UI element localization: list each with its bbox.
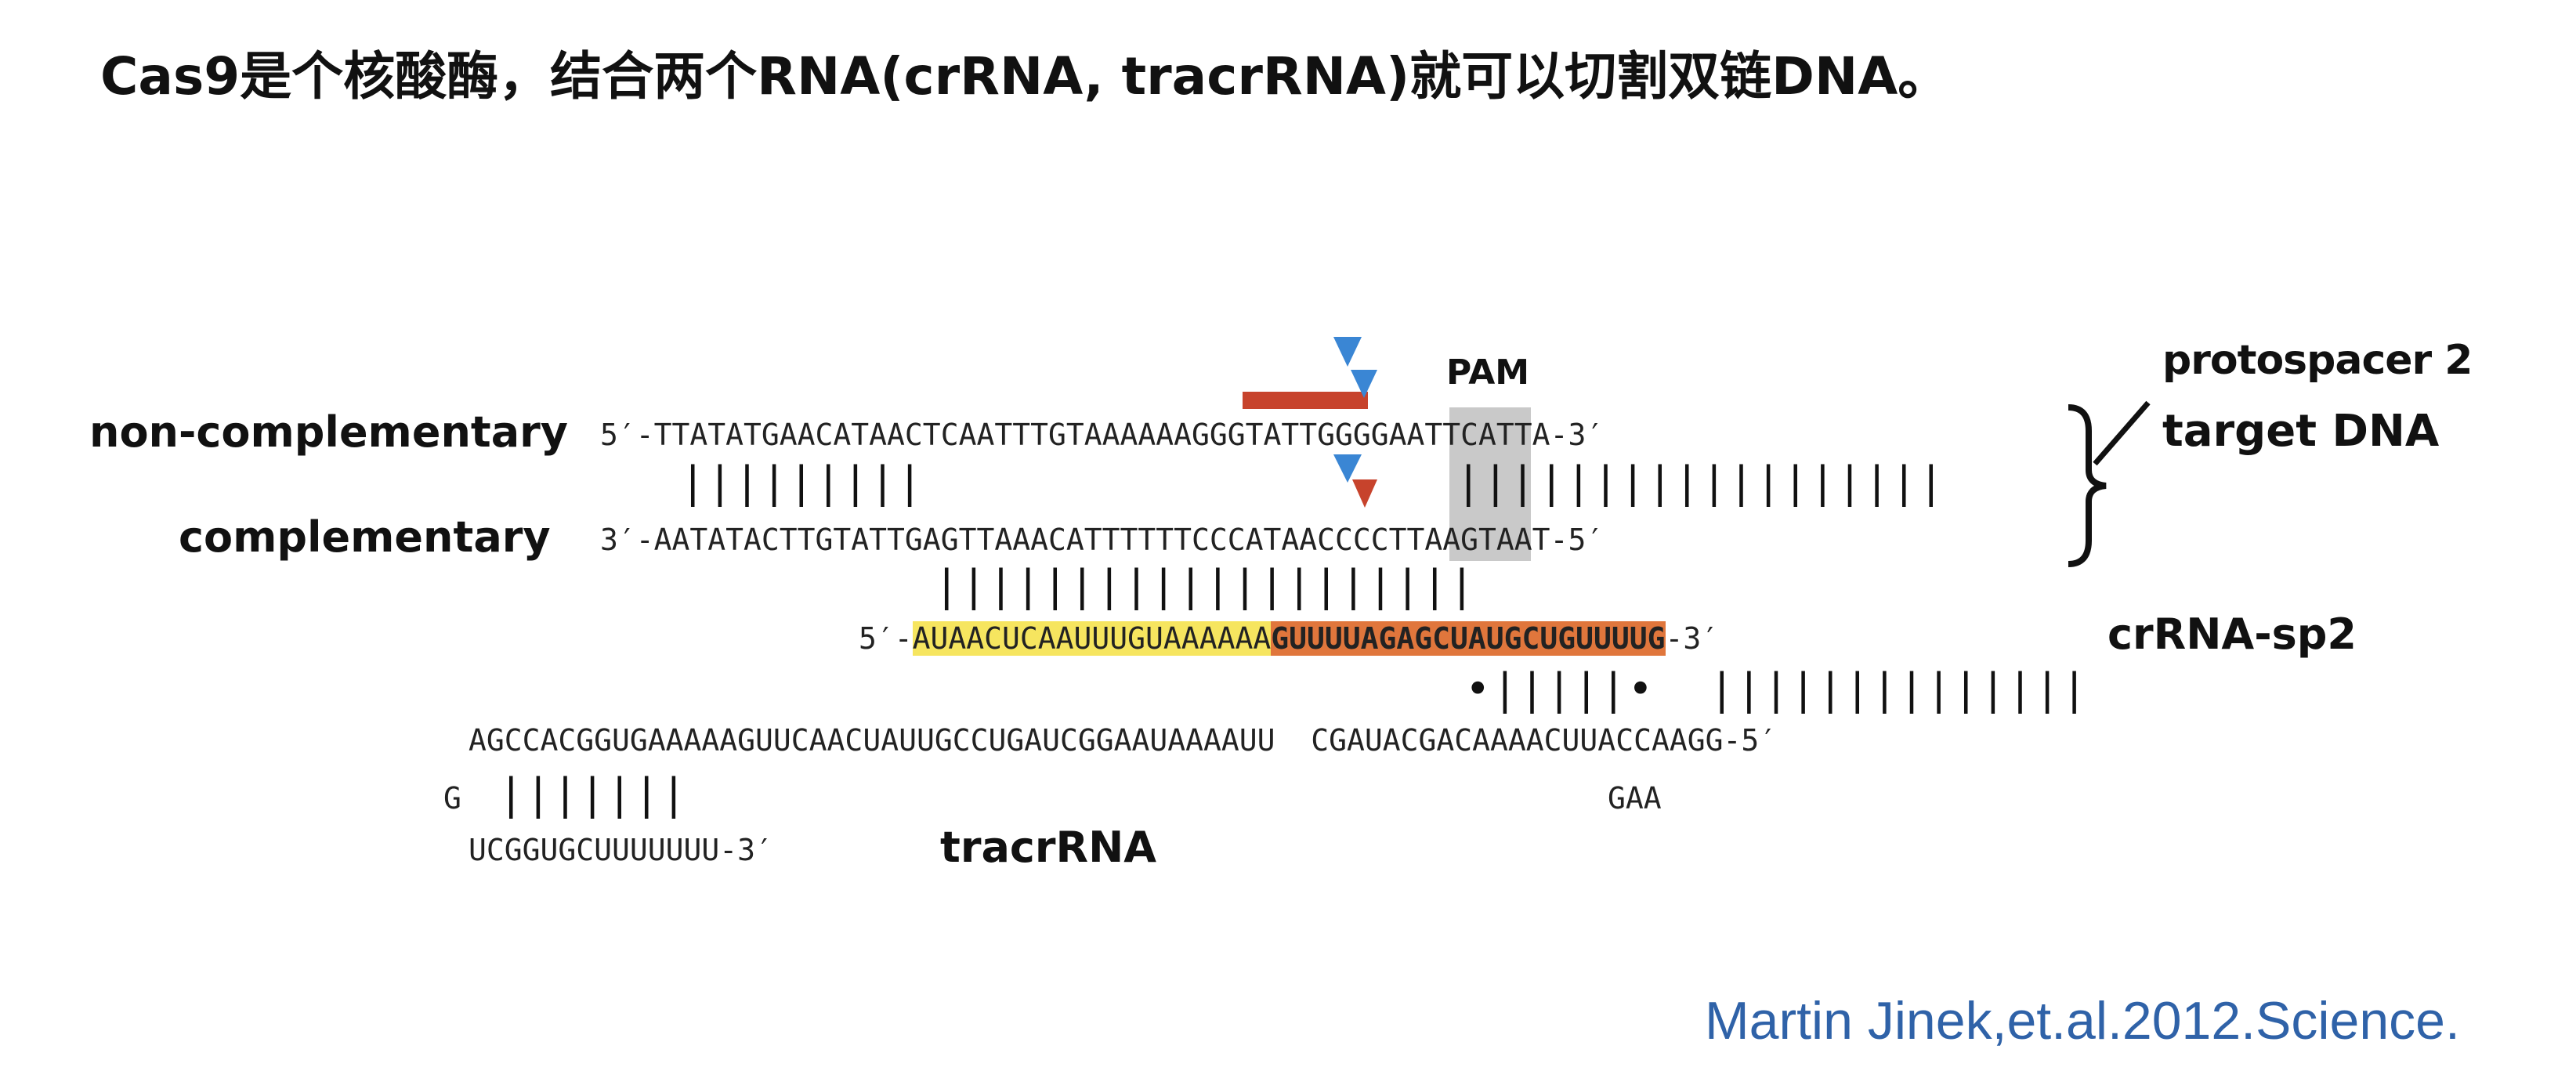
target-dna-label: target DNA [2162,406,2440,457]
dna-pairing-right: ||||||||||||||| [1539,458,1946,507]
comp-pam: CCC [1191,523,1246,557]
citation: Martin Jinek,et.al.2012.Science. [1705,991,2460,1051]
comp-prefix: 3′- [600,523,654,557]
brace-icon [2068,404,2107,567]
tracrrna-label: tracrRNA [940,823,1157,872]
dna-pairing-pam: ||| [1456,458,1537,507]
cleavage-arrows [1333,337,1377,508]
comp-seq-2: ATAACCCCTTAAGTAAT [1245,523,1550,557]
protospacer-label: protospacer 2 [2162,337,2473,384]
pointer-line [2093,400,2151,466]
complementary-strand: 3′-AATATACTTGTATTGAGTTAAACATTTTTTCCCATAA… [600,520,1604,559]
cleavage-arrow-icon [1351,370,1377,398]
noncomp-pam: GG [1209,418,1246,452]
noncomp-seq-2: TATTGGGGAATTCATTA [1245,418,1550,452]
non-complementary-label: non-complementary [89,407,568,457]
pam-box [1449,407,1531,561]
crrna-label: crRNA-sp2 [2107,610,2357,659]
cleavage-arrow-icon [1333,337,1362,367]
crrna-suffix: -3′ [1665,621,1720,656]
crrna-prefix: 5′- [859,621,913,656]
cleavage-arrow-icon [1333,454,1362,483]
comp-suffix: -5′ [1550,523,1605,557]
noncomp-suffix: -3′ [1550,418,1605,452]
crrna-repeat: GUUUUAGAGCUAUGCUGUUUUG [1271,621,1666,656]
crrna-strand: 5′-AUAACUCAAUUUGUAAAAAAGUUUUAGAGCUAUGCUG… [859,619,1719,658]
dna-pairing-left: ||||||||| [680,458,924,507]
noncomp-seq-1: TTATATGAACATAACTCAATTTGTAAAAAAG [653,418,1210,452]
repeat-antirepeat-pairing: •|||||• |||||||||||||| [1465,664,2089,714]
crrna-spacer: AUAACUCAAUUUGUAAAAAA [912,621,1272,656]
page-title: Cas9是个核酸酶，结合两个RNA(crRNA, tracrRNA)就可以切割双… [100,46,1950,107]
comp-seq-1: AATATACTTGTATTGAGTTAAACATTTTTT [653,523,1192,557]
tracrrna-gaa: GAA [1608,781,1662,816]
tracrrna-g: G [443,781,461,816]
pam-label: PAM [1446,353,1530,392]
cleavage-arrow-icon [1352,479,1377,508]
tracrrna-bottom-strand: UCGGUGCUUUUUUU-3′ [469,833,773,867]
cut-site-bar [1243,392,1368,409]
noncomp-prefix: 5′- [600,418,654,452]
tracrrna-stem-pairing: ||||||| [498,769,689,819]
complementary-label: complementary [179,512,551,562]
non-complementary-strand: 5′-TTATATGAACATAACTCAATTTGTAAAAAAGGGTATT… [600,415,1604,454]
crrna-dna-pairing: |||||||||||||||||||| [934,561,1477,610]
tracrrna-top-strand: AGCCACGGUGAAAAAGUUCAACUAUUGCCUGAUCGGAAUA… [469,723,1778,758]
